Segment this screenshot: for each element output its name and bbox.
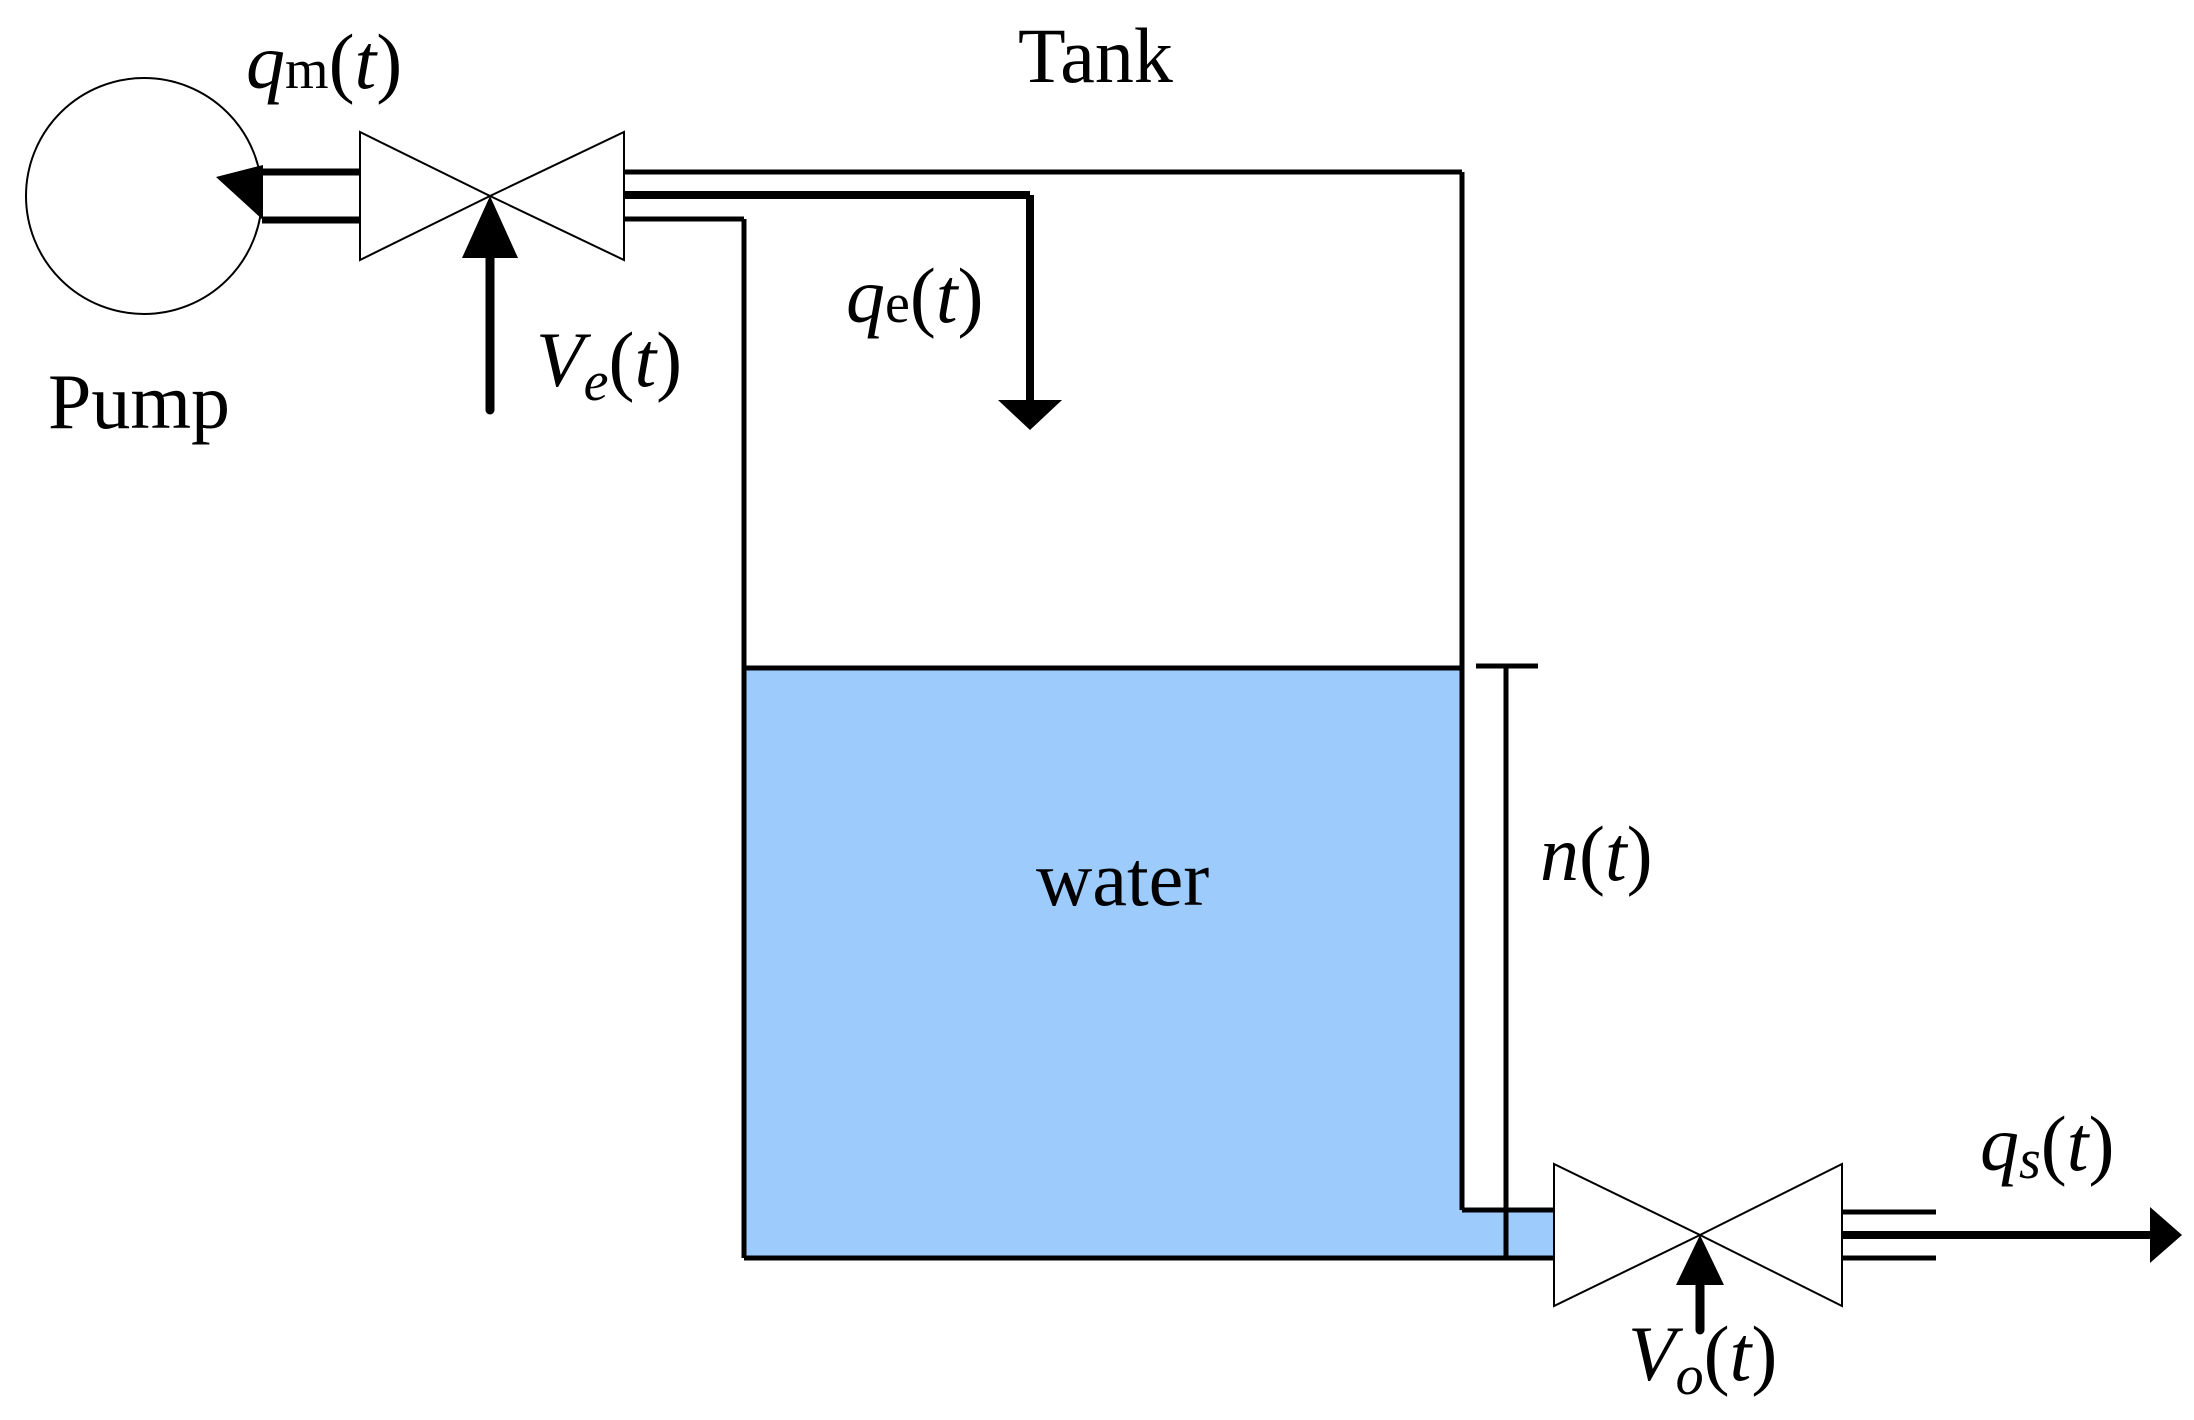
vo-label: Vo(t) bbox=[1628, 1310, 1777, 1407]
outlet-valve-actuator-arrow bbox=[1676, 1235, 1724, 1335]
pump-circle-icon bbox=[25, 77, 263, 315]
ve-label: Ve(t) bbox=[536, 316, 682, 413]
pump-label: Pump bbox=[48, 358, 230, 445]
inlet-valve-left-triangle bbox=[359, 130, 493, 262]
outlet-pipes bbox=[1842, 1209, 1936, 1261]
outlet-valve-left-triangle bbox=[1553, 1162, 1703, 1308]
qe-label: qe(t) bbox=[846, 252, 984, 339]
tank-water bbox=[744, 668, 1462, 1258]
tank-label: Tank bbox=[1018, 12, 1173, 99]
qm-label: qm(t) bbox=[246, 18, 402, 105]
pump-pipe bbox=[262, 168, 360, 224]
water-label: water bbox=[1036, 835, 1209, 922]
outflow-arrow bbox=[1842, 1207, 2182, 1263]
qs-label: qs(t) bbox=[1980, 1100, 2114, 1191]
level-indicator bbox=[1476, 663, 1538, 1258]
pump-outlet-arrow-icon bbox=[216, 165, 263, 220]
n-label: n(t) bbox=[1540, 810, 1653, 897]
inlet-pipes bbox=[624, 169, 1462, 222]
pump bbox=[25, 77, 263, 315]
inflow-arrow bbox=[998, 195, 1062, 430]
inlet-valve-actuator-arrow bbox=[462, 196, 518, 415]
tank bbox=[741, 172, 1554, 1261]
outlet-water-channel bbox=[1448, 1210, 1554, 1258]
